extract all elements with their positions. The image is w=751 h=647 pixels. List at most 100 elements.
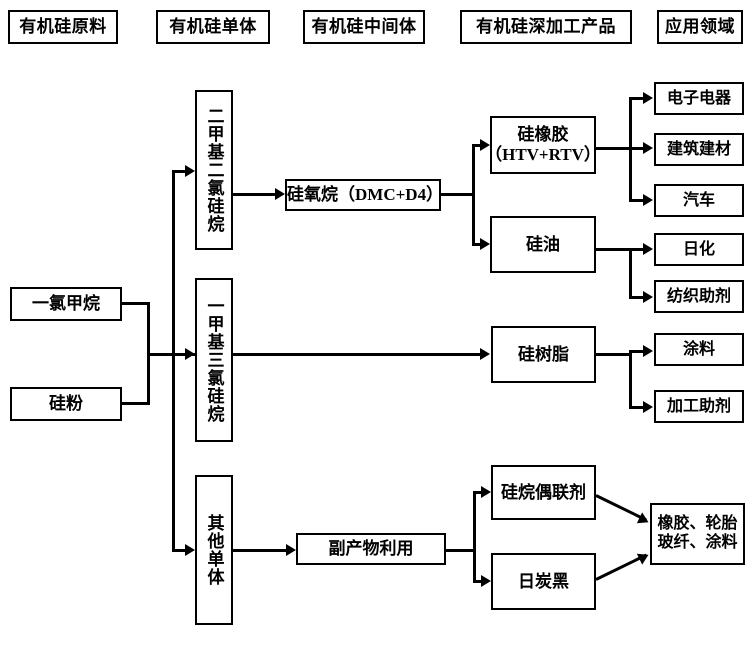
connector-silicone-resin-out: [596, 353, 632, 356]
connector-bus-to-electronics: [629, 97, 645, 100]
node-label: 涂料: [682, 340, 715, 358]
connector-siloxane-split-vertical: [472, 144, 475, 245]
connector-silicone-oil-bus-vertical: [629, 248, 632, 298]
node-label: 硅粉: [49, 394, 83, 414]
arrowhead-to-byproduct: [286, 544, 296, 556]
arrowhead-to-daily-chemicals: [643, 243, 653, 255]
connector-monomer-bus-vertical: [172, 170, 175, 552]
node-other-monomers: 其他单体: [195, 475, 233, 625]
arrowhead-to-construction: [643, 142, 653, 154]
node-label: 硅烷偶联剂: [501, 482, 586, 502]
arrowhead-to-automotive: [643, 194, 653, 206]
arrowhead-to-methyltrichlorosilane: [185, 348, 195, 360]
arrowhead-to-siloxane: [275, 188, 285, 200]
node-methyltrichlorosilane: 一甲基三氯硅烷: [195, 278, 233, 442]
node-label: 建筑建材: [666, 140, 731, 158]
node-silicon-powder: 硅粉: [10, 387, 122, 421]
arrowhead-to-silicone-rubber: [480, 139, 490, 151]
header-label: 有机硅中间体: [311, 17, 417, 37]
node-label: 副产物利用: [328, 539, 414, 559]
node-coatings: 涂料: [654, 333, 744, 366]
header-label: 有机硅单体: [169, 17, 257, 37]
header-intermediates: 有机硅中间体: [303, 10, 425, 44]
node-silane-coupling-agent: 硅烷偶联剂: [491, 465, 596, 520]
connector-silicone-rubber-out: [596, 147, 632, 150]
node-label-line1: 橡胶、轮胎: [657, 515, 738, 533]
node-label-line2: 玻纤、涂料: [657, 534, 738, 551]
node-label: 硅氧烷（DMC+D4）: [287, 185, 444, 205]
node-carbon-black: 日炭黑: [491, 553, 596, 610]
node-siloxane: 硅氧烷（DMC+D4）: [285, 179, 444, 211]
connector-bus-to-daily-chemicals: [629, 248, 645, 251]
node-label: 日炭黑: [518, 571, 569, 591]
node-dimethyldichlorosilane: 二甲基二氯硅烷: [195, 90, 233, 250]
connector-bus-to-automotive: [629, 199, 645, 202]
node-silicone-oil: 硅油: [490, 216, 596, 273]
node-silicone-rubber: 硅橡胶 （HTV+RTV）: [485, 116, 601, 174]
connector-split-to-silane-coupling-agent: [473, 491, 485, 494]
node-daily-chemicals: 日化: [654, 233, 744, 266]
arrowhead-to-carbon-black: [481, 575, 491, 587]
header-label: 应用领域: [665, 17, 735, 37]
node-byproduct-utilization: 副产物利用: [296, 533, 446, 565]
connector-raw-to-monomer-bus: [147, 353, 195, 356]
connector-bus-to-coatings: [629, 350, 645, 353]
connector-bus-to-dimethyldichlorosilane: [172, 170, 188, 173]
node-methyl-chloride: 一氯甲烷: [10, 287, 122, 321]
header-label: 有机硅原料: [19, 17, 107, 37]
connector-byproduct-split-vertical: [473, 491, 476, 583]
connector-split-to-silicone-rubber: [472, 144, 484, 147]
connector-bus-to-methyltrichlorosilane: [172, 353, 188, 356]
node-label-line2: （HTV+RTV）: [485, 145, 601, 164]
arrowhead-to-textile-additives: [643, 291, 653, 303]
arrowhead-to-processing-additives: [643, 401, 653, 413]
header-applications: 应用领域: [657, 10, 743, 44]
header-raw-materials: 有机硅原料: [8, 10, 118, 44]
connector-split-to-carbon-black: [473, 580, 485, 583]
node-label: 纺织助剂: [666, 287, 731, 305]
arrowhead-to-silicone-resin: [480, 348, 490, 360]
node-label: 二甲基二氯硅烷: [204, 107, 224, 233]
header-monomers: 有机硅单体: [156, 10, 270, 44]
node-electronics: 电子电器: [654, 82, 744, 115]
node-label: 日化: [682, 240, 715, 258]
connector-bus-to-construction: [629, 147, 645, 150]
arrowhead-to-electronics: [643, 92, 653, 104]
connector-silicone-resin-bus-vertical: [629, 350, 632, 408]
node-rubber-tire-glassfiber-coating: 橡胶、轮胎 玻纤、涂料: [650, 503, 745, 565]
arrowhead-to-silicone-oil: [480, 238, 490, 250]
arrowhead-to-rubber-tire-from-carbon-black: [636, 549, 652, 565]
connector-silicone-oil-out: [596, 248, 632, 251]
connector-byproduct-out: [446, 549, 476, 552]
node-silicone-resin: 硅树脂: [491, 326, 596, 383]
node-textile-additives: 纺织助剂: [654, 280, 744, 313]
node-label: 其他单体: [204, 514, 224, 586]
arrowhead-to-dimethyldichlorosilane: [185, 165, 195, 177]
connector-siloxane-out: [441, 193, 475, 196]
node-processing-additives: 加工助剂: [654, 390, 744, 423]
node-label: 加工助剂: [666, 397, 731, 415]
arrowhead-to-coatings: [643, 345, 653, 357]
node-label: 电子电器: [666, 89, 731, 107]
connector-bus-to-textile-additives: [629, 296, 645, 299]
node-label: 汽车: [682, 191, 715, 209]
connector-split-to-silicone-oil: [472, 243, 484, 246]
connector-bus-to-other-monomers: [172, 549, 188, 552]
node-label: 硅油: [526, 234, 560, 254]
node-label: 一氯甲烷: [32, 294, 100, 314]
header-label: 有机硅深加工产品: [476, 17, 616, 37]
node-label: 硅树脂: [518, 344, 569, 364]
connector-methyl-chloride-out: [122, 302, 150, 305]
node-label: 一甲基三氯硅烷: [204, 297, 224, 423]
connector-other-monomers-to-byproduct: [233, 549, 289, 552]
node-automotive: 汽车: [654, 184, 744, 217]
arrowhead-to-other-monomers: [185, 544, 195, 556]
node-label-line1: 硅橡胶: [517, 124, 569, 144]
node-construction: 建筑建材: [654, 133, 744, 166]
connector-dimethyldichlorosilane-to-siloxane: [233, 193, 278, 196]
connector-bus-to-processing-additives: [629, 406, 645, 409]
arrowhead-to-silane-coupling-agent: [481, 486, 491, 498]
header-deep-processing: 有机硅深加工产品: [460, 10, 632, 44]
connector-silicon-powder-out: [122, 402, 150, 405]
